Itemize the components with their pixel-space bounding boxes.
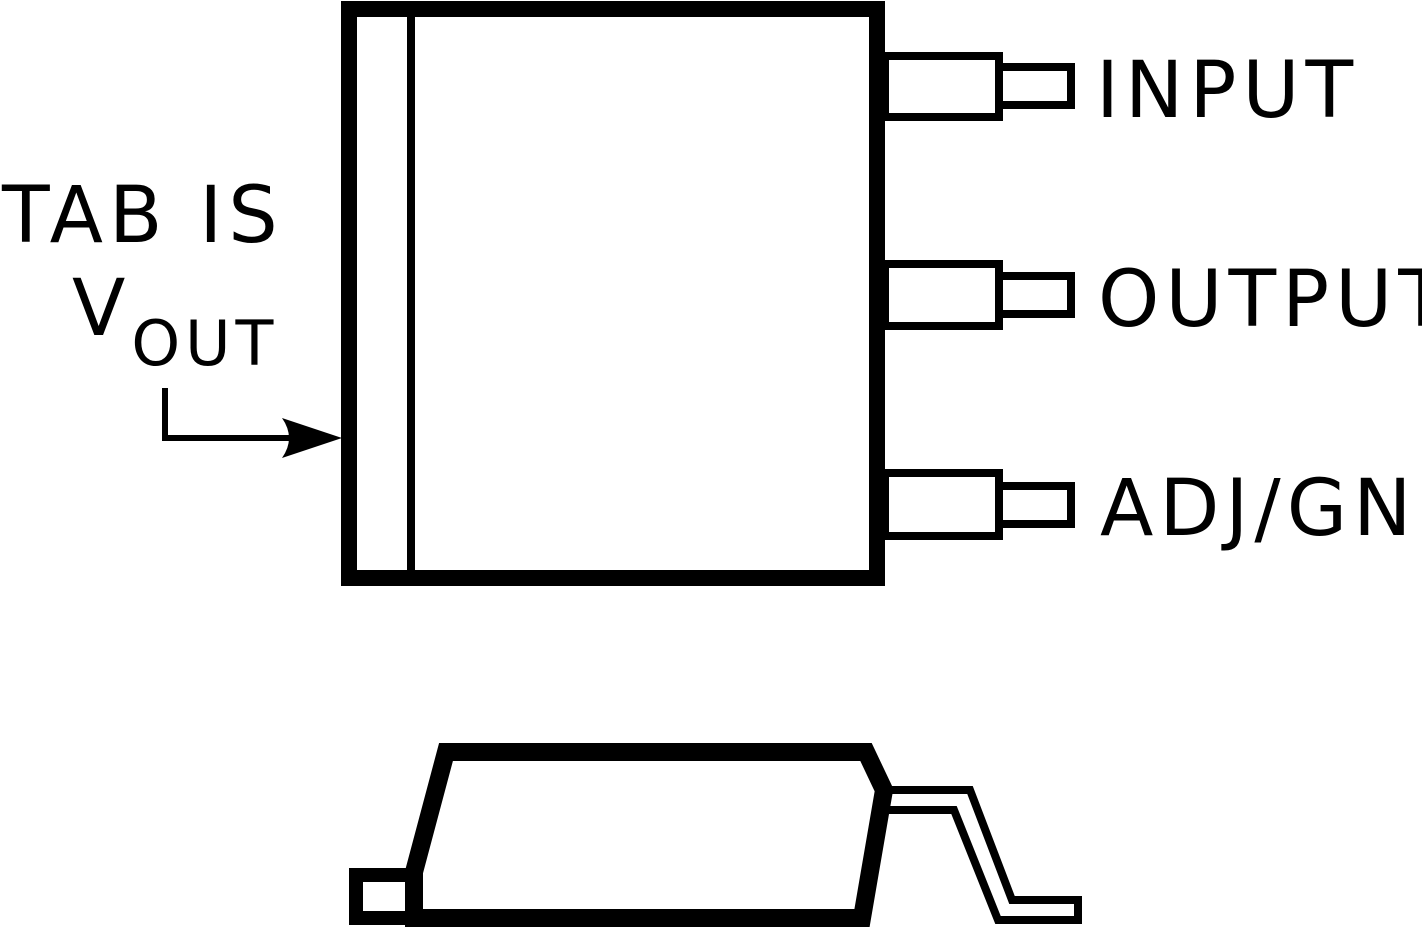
pin-label-adj-gnd: ADJ/GND [1100, 464, 1422, 554]
pin-label-input: INPUT [1096, 46, 1359, 136]
pin-output-lead [995, 272, 1075, 318]
tab-arrow-line [162, 388, 300, 441]
tab-note-v: V [72, 264, 131, 354]
pin-label-output: OUTPUT [1098, 255, 1422, 345]
pin-adj-gnd-lead [995, 482, 1075, 528]
package-body [341, 1, 885, 586]
side-body [405, 743, 894, 927]
tab-note-line1: TAB IS [1, 171, 284, 261]
tab-note-vout: VOUT [72, 264, 278, 380]
pin-input [881, 52, 1075, 121]
side-lead [884, 786, 1082, 924]
side-view [349, 743, 1082, 927]
pin-output [881, 260, 1075, 330]
pin-input-lead [995, 63, 1075, 109]
tab-arrow-head [282, 418, 342, 458]
tab-note-v-subscript: OUT [131, 307, 278, 380]
top-view: INPUT OUTPUT ADJ/GND TAB IS VOUT [1, 1, 1422, 586]
pin-output-shoulder [881, 260, 1003, 330]
pin-adj-gnd [881, 469, 1075, 540]
pin-input-shoulder [881, 52, 1003, 121]
pin-adj-gnd-shoulder [881, 469, 1003, 540]
